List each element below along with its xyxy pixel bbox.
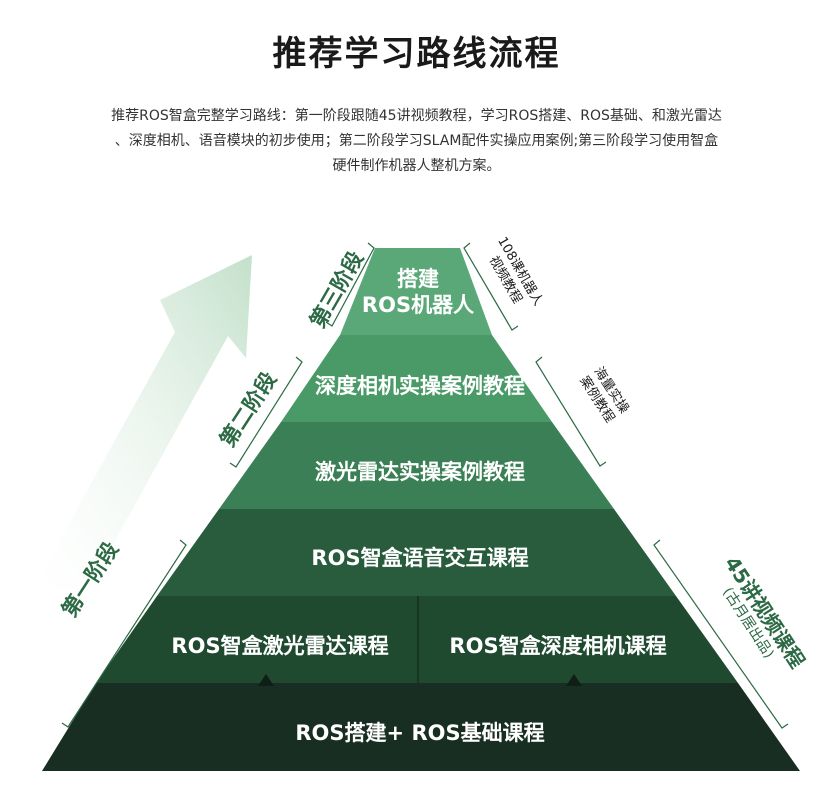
- stage3-bracket: [325, 242, 375, 327]
- description: 推荐ROS智盒完整学习路线：第一阶段跟随45讲视频教程，学习ROS搭建、ROS基…: [70, 104, 763, 179]
- page-title: 推荐学习路线流程: [272, 34, 561, 74]
- arrow-marker-right: [566, 674, 582, 686]
- top-right-bracket: [463, 242, 519, 331]
- level-1-label: 搭建 ROS机器人: [342, 266, 494, 318]
- mid-right-bracket: [535, 356, 607, 467]
- level-2-block: [281, 335, 552, 422]
- stage2-bracket: [229, 356, 303, 468]
- level-3-label: 激光雷达实操案例教程: [315, 460, 525, 484]
- level-4-block: [157, 509, 676, 596]
- level-1-label-line1: 搭建: [397, 267, 439, 291]
- level-3-block: [219, 422, 614, 509]
- level-1-label-line2: ROS机器人: [361, 293, 475, 317]
- level-2-label: 深度相机实操案例教程: [315, 374, 525, 398]
- arrow-marker-left: [258, 674, 274, 686]
- bottom-right-bracket: [653, 539, 789, 729]
- description-line-2: 、深度相机、语音模块的初步使用；第二阶段学习SLAM配件实操应用案例;第三阶段学…: [114, 133, 719, 149]
- stage1-bracket: [61, 539, 187, 728]
- level-5-right-label: ROS智盒深度相机课程: [449, 634, 667, 658]
- description-line-3: 硬件制作机器人整机方案。: [332, 158, 501, 174]
- level-1-block: [340, 248, 492, 335]
- description-line-1: 推荐ROS智盒完整学习路线：第一阶段跟随45讲视频教程，学习ROS搭建、ROS基…: [111, 108, 722, 124]
- level-6-label: ROS搭建+ ROS基础课程: [295, 721, 545, 745]
- level-6-block: [42, 683, 800, 771]
- rising-arrow: [32, 255, 252, 590]
- level-5-left-label: ROS智盒激光雷达课程: [171, 634, 389, 658]
- level-4-label: ROS智盒语音交互课程: [311, 546, 529, 570]
